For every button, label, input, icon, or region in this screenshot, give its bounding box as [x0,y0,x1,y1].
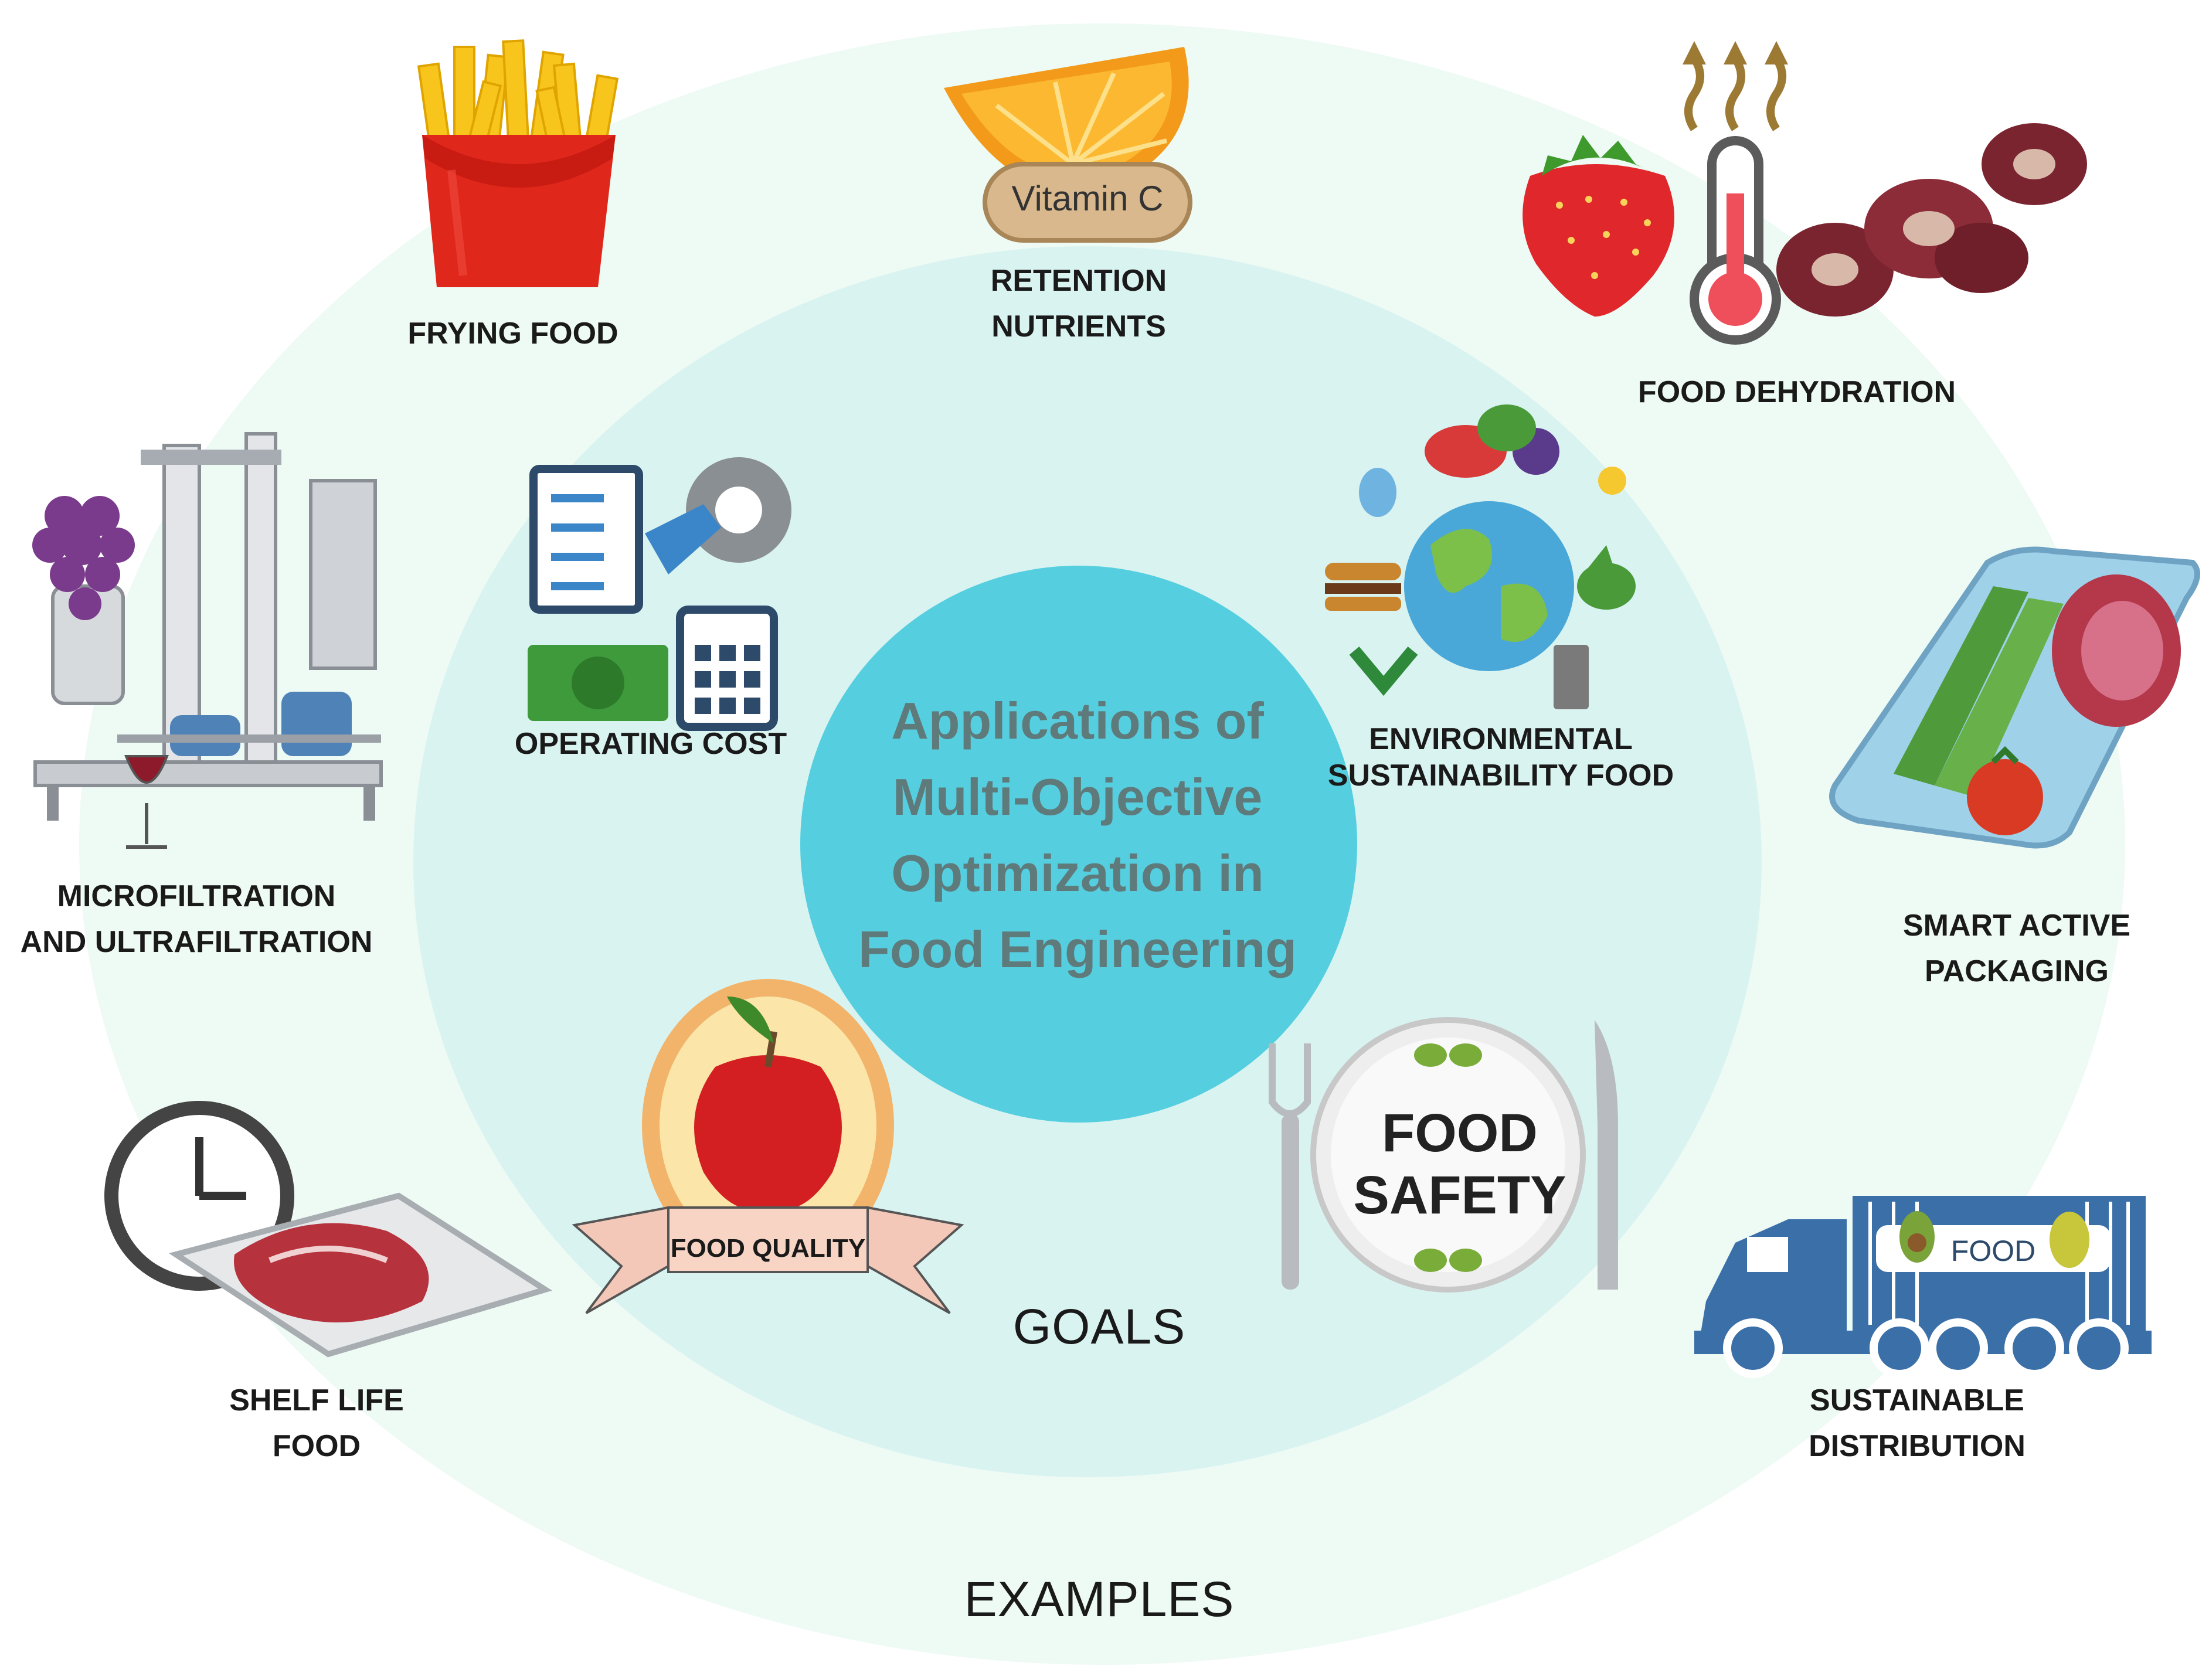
food-safety-label-line2: SAFETY [1353,1165,1566,1225]
smart-line2: PACKAGING [1925,954,2109,988]
center-title-line2: Multi-Objective [892,768,1263,826]
smart-package-icon [1829,546,2200,849]
filtration-plant-icon [33,432,383,821]
microfiltration-label: MICROFILTRATION AND ULTRAFILTRATION [21,873,373,965]
environmental-label: ENVIRONMENTAL SUSTAINABILITY FOOD [1328,721,1674,794]
truck-icon [1694,1196,2152,1378]
shelf-line2: FOOD [272,1429,361,1463]
center-title-line1: Applications of [891,692,1264,750]
retention-nutrients-label: RETENTION NUTRIENTS [991,258,1167,349]
food-quality-badge-icon [572,979,964,1314]
grapes-icon [32,496,135,620]
environmental-label-line1: ENVIRONMENTAL [1369,722,1633,756]
goals-label: GOALS [1012,1299,1186,1354]
examples-label: EXAMPLES [964,1572,1235,1627]
smart-line1: SMART ACTIVE [1902,909,2131,943]
food-dehydration-label: FOOD DEHYDRATION [1637,375,1956,409]
food-safety-label: FOOD SAFETY [1354,1102,1566,1226]
center-title-line4: Food Engineering [858,920,1297,978]
orange-slice-icon [944,47,1189,192]
food-safety-label-line1: FOOD [1382,1103,1538,1163]
shelf-line1: SHELF LIFE [229,1383,404,1417]
dried-fruit-icon [1776,123,2087,317]
center-circle [800,566,1357,1123]
operating-cost-label: OPERATING COST [514,727,787,761]
center-title: Applications of Multi-Objective Optimiza… [802,683,1353,988]
vitamin-c-pill [983,162,1192,243]
vitamin-c-label: Vitamin C [1011,179,1164,218]
distribution-line2: DISTRIBUTION [1809,1429,2026,1463]
wine-glass-icon [124,755,169,849]
food-safety-plate-icon [1269,1017,1618,1293]
operating-cost-icon [528,457,791,731]
distribution-label: SUSTAINABLE DISTRIBUTION [1809,1378,2026,1469]
shelf-life-label: SHELF LIFE FOOD [229,1378,404,1469]
retention-line1: RETENTION [990,264,1167,298]
environmental-label-line2: SUSTAINABILITY FOOD [1327,759,1674,793]
environment-globe-icon [1325,404,1636,709]
truck-food-label: FOOD [1950,1235,2036,1267]
microfiltration-line1: MICROFILTRATION [57,879,336,913]
fries-icon [417,39,619,287]
packaged-meat-icon [168,1192,552,1358]
microfiltration-line2: AND ULTRAFILTRATION [20,925,373,959]
center-title-line3: Optimization in [891,844,1264,902]
strawberry-icon [1522,135,1674,317]
food-quality-label: FOOD QUALITY [670,1234,866,1263]
smart-packaging-label: SMART ACTIVE PACKAGING [1903,903,2130,994]
distribution-line1: SUSTAINABLE [1810,1383,2024,1417]
thermometer-icon [1683,41,1788,345]
frying-food-label: FRYING FOOD [407,317,618,351]
retention-line2: NUTRIENTS [991,310,1166,344]
